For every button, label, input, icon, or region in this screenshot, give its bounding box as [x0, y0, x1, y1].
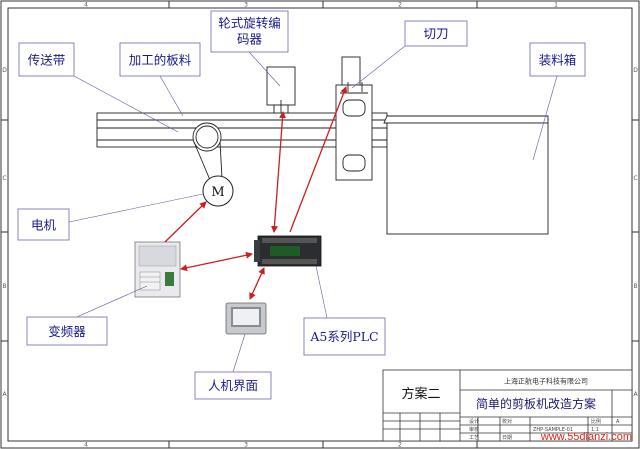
encoder-icon	[266, 66, 296, 114]
border-mark-left-b: B	[2, 283, 6, 290]
title-company: 上海正航电子科技有限公司	[504, 377, 588, 386]
label-board: 加工的板料	[129, 53, 192, 68]
label-encoder-line-1: 轮式旋转编	[218, 16, 281, 31]
motor-symbol: M	[211, 185, 224, 200]
arrow-plc-cutter	[289, 86, 348, 233]
title-small-3: 工艺	[469, 435, 479, 441]
title-small-9: 1:1	[591, 427, 599, 433]
title-name: 简单的剪板机改造方案	[476, 396, 596, 411]
border-mark-right-d: D	[633, 67, 638, 74]
border-mark-top-1: 4	[84, 2, 88, 9]
title-scheme: 方案二	[401, 386, 440, 402]
border-mark-bottom-1: 4	[84, 442, 88, 449]
border-mark-left-c: C	[2, 175, 6, 182]
label-boxes	[17, 10, 586, 400]
signal-arrows	[164, 86, 348, 300]
motor-icon: M	[202, 175, 234, 207]
label-conveyor: 传送带	[28, 53, 66, 68]
title-small-4: 校对	[502, 418, 512, 425]
title-small-2: 审核	[469, 426, 479, 433]
title-small-5: 日期	[502, 435, 512, 441]
border-mark-right-b: B	[633, 283, 637, 290]
border-mark-top-2: 3	[244, 2, 248, 9]
arrow-plc-inverter	[180, 251, 253, 272]
label-motor: 电机	[31, 218, 57, 233]
border-mark-left-d: D	[2, 67, 7, 74]
watermark: www.55dianzi.com	[540, 431, 632, 443]
plc-icon	[254, 235, 322, 267]
title-block	[382, 369, 633, 442]
border-mark-right-a: A	[633, 391, 638, 398]
label-encoder-line-2: 码器	[237, 32, 263, 47]
label-inverter: 变频器	[48, 324, 86, 339]
label-hmi: 人机界面	[208, 378, 258, 393]
border-mark-bottom-2: 3	[244, 442, 248, 449]
border-mark-left-a: A	[2, 391, 7, 398]
leader-lines	[68, 45, 558, 373]
border-mark-bottom-3: 2	[398, 442, 402, 449]
label-cutter: 切刀	[423, 26, 448, 41]
inverter-icon	[134, 241, 181, 298]
hmi-icon	[225, 302, 267, 335]
arrow-encoder-plc	[270, 111, 287, 233]
cutter-mechanism	[335, 56, 373, 181]
border-mark-right-c: C	[633, 175, 637, 182]
label-box: 装料箱	[539, 53, 577, 68]
border-mark-top-4: 1	[554, 2, 558, 9]
arrow-plc-hmi	[249, 267, 265, 300]
label-plc: A5系列PLC	[309, 329, 378, 344]
belt-drive	[193, 141, 223, 181]
title-small-7: ZHP-SAMPLE-01	[533, 427, 573, 433]
title-small-1: 设计	[469, 418, 479, 425]
title-small-8: A	[616, 419, 620, 425]
storage-box	[383, 115, 549, 235]
title-small-6: 比例	[591, 418, 601, 425]
arrow-inverter-motor	[164, 201, 207, 243]
border-mark-top-3: 2	[398, 2, 402, 9]
label-encoder: 轮式旋转编码器	[218, 16, 281, 47]
